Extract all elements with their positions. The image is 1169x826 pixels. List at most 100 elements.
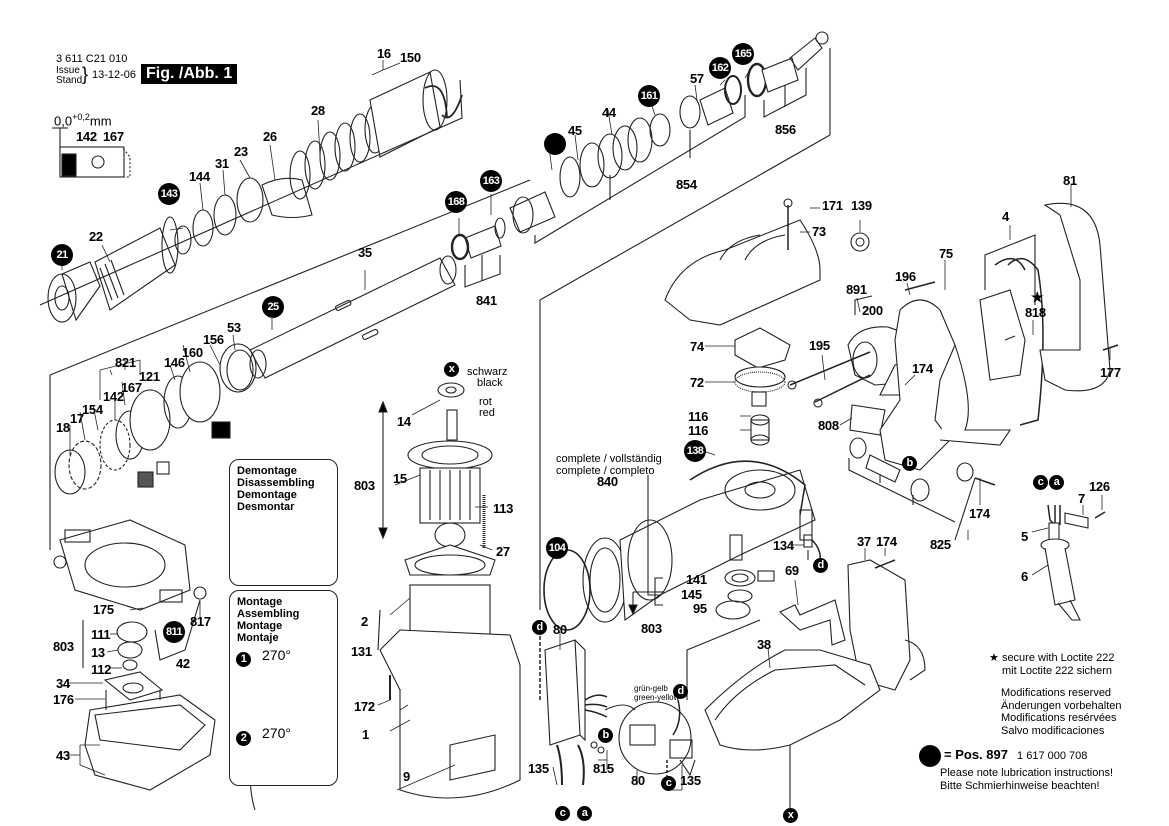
connection-marker-b[interactable]: b xyxy=(598,728,613,743)
callout-bubble[interactable]: 138 xyxy=(684,440,706,462)
part-label[interactable]: 31 xyxy=(215,156,229,171)
part-label[interactable]: 14 xyxy=(397,414,411,429)
connection-marker-d[interactable]: d xyxy=(673,684,688,699)
part-label[interactable]: 15 xyxy=(393,471,407,486)
part-label[interactable]: 95 xyxy=(693,601,707,616)
part-label[interactable]: 139 xyxy=(851,198,872,213)
part-label[interactable]: 116 xyxy=(688,423,709,438)
callout-bubble[interactable]: 811 xyxy=(163,621,185,643)
part-label[interactable]: 175 xyxy=(93,602,114,617)
part-label[interactable]: 160 xyxy=(182,345,203,360)
callout-bubble[interactable]: 165 xyxy=(732,43,754,65)
part-label[interactable]: 200 xyxy=(862,303,883,318)
part-label[interactable]: 16 xyxy=(377,46,391,61)
part-label[interactable]: 81 xyxy=(1063,173,1077,188)
part-label[interactable]: 72 xyxy=(690,375,704,390)
callout-bubble[interactable]: 163 xyxy=(480,170,502,192)
part-label[interactable]: 126 xyxy=(1089,479,1110,494)
part-label[interactable]: 196 xyxy=(895,269,916,284)
part-label[interactable]: 146 xyxy=(164,355,185,370)
part-label[interactable]: 145 xyxy=(681,587,702,602)
part-label[interactable]: 57 xyxy=(690,71,704,86)
part-label[interactable]: 45 xyxy=(568,123,582,138)
part-label[interactable]: 13 xyxy=(91,645,105,660)
part-label[interactable]: 174 xyxy=(876,534,897,549)
part-label[interactable]: 80 xyxy=(631,773,645,788)
part-label[interactable]: 841 xyxy=(476,293,497,308)
callout-bubble[interactable]: 161 xyxy=(638,85,660,107)
part-label[interactable]: 176 xyxy=(53,692,74,707)
part-label[interactable]: 144 xyxy=(189,169,210,184)
part-label[interactable]: 34 xyxy=(56,676,70,691)
connection-marker-x[interactable]: x xyxy=(783,808,798,823)
callout-bubble[interactable]: 143 xyxy=(158,183,180,205)
part-label[interactable]: 22 xyxy=(89,229,103,244)
part-label[interactable]: 5 xyxy=(1021,529,1028,544)
part-label[interactable]: 116 xyxy=(688,409,709,424)
part-label[interactable]: 6 xyxy=(1021,569,1028,584)
part-label[interactable]: 1 xyxy=(362,727,369,742)
part-label[interactable]: 808 xyxy=(818,418,839,433)
part-label[interactable]: 891 xyxy=(846,282,867,297)
part-label[interactable]: 28 xyxy=(311,103,325,118)
part-label[interactable]: 172 xyxy=(354,699,375,714)
part-label[interactable]: 7 xyxy=(1078,491,1085,506)
connection-marker-c[interactable]: c xyxy=(661,776,676,791)
part-label[interactable]: 174 xyxy=(969,506,990,521)
part-label[interactable]: 44 xyxy=(602,105,616,120)
connection-marker-b[interactable]: b xyxy=(902,456,917,471)
part-label[interactable]: 112 xyxy=(91,662,112,677)
connection-marker-d[interactable]: d xyxy=(532,620,547,635)
part-label[interactable]: 135 xyxy=(528,761,549,776)
connection-marker-a[interactable]: a xyxy=(1049,475,1064,490)
part-label[interactable]: 195 xyxy=(809,338,830,353)
part-label[interactable]: 815 xyxy=(593,761,614,776)
part-label[interactable]: 43 xyxy=(56,748,70,763)
part-label[interactable]: 856 xyxy=(775,122,796,137)
part-label[interactable]: 150 xyxy=(400,50,421,65)
part-label[interactable]: 803 xyxy=(354,478,375,493)
part-label[interactable]: 69 xyxy=(785,563,799,578)
part-label[interactable]: 35 xyxy=(358,245,372,260)
part-label[interactable]: 171 xyxy=(822,198,843,213)
part-label[interactable]: 821 xyxy=(115,355,136,370)
part-label[interactable]: 134 xyxy=(773,538,794,553)
part-label[interactable]: 817 xyxy=(190,614,211,629)
part-label[interactable]: 74 xyxy=(690,339,704,354)
part-label[interactable]: 9 xyxy=(403,769,410,784)
part-label[interactable]: 17 xyxy=(70,411,84,426)
part-label[interactable]: 840 xyxy=(597,474,618,489)
connection-marker-d[interactable]: d xyxy=(813,558,828,573)
callout-bubble[interactable]: 168 xyxy=(445,191,467,213)
part-label[interactable]: 2 xyxy=(361,614,368,629)
part-label[interactable]: 23 xyxy=(234,144,248,159)
part-label[interactable]: 18 xyxy=(56,420,70,435)
part-label[interactable]: 174 xyxy=(912,361,933,376)
connection-marker-c[interactable]: c xyxy=(555,806,570,821)
callout-bubble[interactable]: 21 xyxy=(51,244,73,266)
part-label[interactable]: 111 xyxy=(91,627,111,642)
lubrication-bubble[interactable] xyxy=(544,133,566,155)
part-label[interactable]: 121 xyxy=(139,369,160,384)
part-label[interactable]: 113 xyxy=(493,501,514,516)
part-label[interactable]: 26 xyxy=(263,129,277,144)
connection-marker-x[interactable]: x xyxy=(444,362,459,377)
part-label[interactable]: 803 xyxy=(53,639,74,654)
part-label[interactable]: 27 xyxy=(496,544,510,559)
part-label[interactable]: 37 xyxy=(857,534,871,549)
part-label[interactable]: 38 xyxy=(757,637,771,652)
part-label[interactable]: 818 xyxy=(1025,305,1046,320)
part-label[interactable]: 4 xyxy=(1002,209,1009,224)
part-label[interactable]: 75 xyxy=(939,246,953,261)
callout-bubble[interactable]: 25 xyxy=(262,296,284,318)
part-label[interactable]: 73 xyxy=(812,224,826,239)
connection-marker-c[interactable]: c xyxy=(1033,475,1048,490)
part-label[interactable]: 135 xyxy=(680,773,701,788)
part-label[interactable]: 142 xyxy=(103,389,124,404)
part-label[interactable]: 154 xyxy=(82,402,103,417)
part-label[interactable]: 803 xyxy=(641,621,662,636)
part-label[interactable]: 156 xyxy=(203,332,224,347)
callout-bubble[interactable]: 104 xyxy=(546,537,568,559)
connection-marker-a[interactable]: a xyxy=(577,806,592,821)
part-label[interactable]: 53 xyxy=(227,320,241,335)
